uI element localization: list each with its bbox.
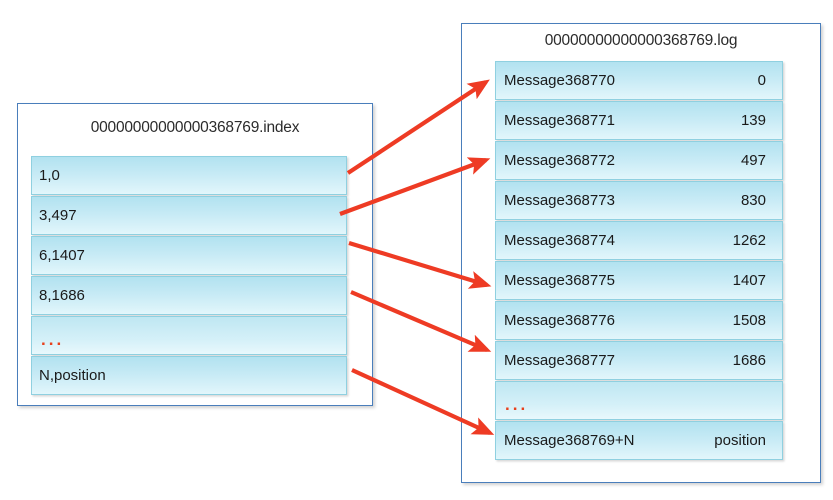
index-ellipsis: ... bbox=[41, 330, 65, 349]
log-row: Message368769+N position bbox=[495, 421, 783, 460]
log-row: Message368774 1262 bbox=[495, 221, 783, 260]
log-row-position: 1407 bbox=[732, 272, 766, 289]
log-row-message: Message368777 bbox=[504, 352, 615, 369]
index-file-box: 00000000000000368769.index 1,0 3,497 6,140… bbox=[17, 103, 373, 406]
log-row-message: Message368772 bbox=[504, 152, 615, 169]
index-row-label: 6,1407 bbox=[39, 247, 85, 264]
log-file-title: 00000000000000368769.log bbox=[544, 32, 738, 49]
index-row-label: N,position bbox=[39, 367, 106, 384]
index-file-title: 00000000000000368769.index bbox=[90, 119, 300, 136]
index-row-label: 3,497 bbox=[39, 207, 77, 224]
log-row-position: 830 bbox=[740, 192, 766, 209]
index-row: 3,497 bbox=[31, 196, 347, 235]
log-row-message: Message368774 bbox=[504, 232, 615, 249]
log-row: Message368772 497 bbox=[495, 141, 783, 180]
index-row: N,position bbox=[31, 356, 347, 395]
log-row: Message368777 1686 bbox=[495, 341, 783, 380]
log-row-message: Message368776 bbox=[504, 312, 615, 329]
index-row-label: 1,0 bbox=[39, 167, 60, 184]
log-row-position: 497 bbox=[740, 152, 766, 169]
log-row: ... bbox=[495, 381, 783, 420]
index-row-list: 1,0 3,497 6,1407 8,1686... N,position bbox=[31, 156, 347, 396]
log-row-message: Message368771 bbox=[504, 112, 615, 129]
log-row: Message368776 1508 bbox=[495, 301, 783, 340]
log-row: Message368775 1407 bbox=[495, 261, 783, 300]
log-row-message: Message368775 bbox=[504, 272, 615, 289]
log-row-position: 1686 bbox=[732, 352, 766, 369]
log-ellipsis: ... bbox=[505, 395, 529, 414]
log-row-position: 0 bbox=[757, 72, 766, 89]
index-row: 1,0 bbox=[31, 156, 347, 195]
log-row: Message368770 0 bbox=[495, 61, 783, 100]
log-row-message: Message368770 bbox=[504, 72, 615, 89]
log-row-position: 1262 bbox=[732, 232, 766, 249]
index-row: 6,1407 bbox=[31, 236, 347, 275]
log-row-position: 1508 bbox=[732, 312, 766, 329]
log-row: Message368771 139 bbox=[495, 101, 783, 140]
index-row: ... bbox=[31, 316, 347, 355]
log-row: Message368773 830 bbox=[495, 181, 783, 220]
index-row: 8,1686 bbox=[31, 276, 347, 315]
log-row-message: Message368773 bbox=[504, 192, 615, 209]
log-row-message: Message368769+N bbox=[504, 432, 635, 449]
log-row-position: position bbox=[714, 432, 766, 449]
index-row-label: 8,1686 bbox=[39, 287, 85, 304]
log-row-position: 139 bbox=[740, 112, 766, 129]
